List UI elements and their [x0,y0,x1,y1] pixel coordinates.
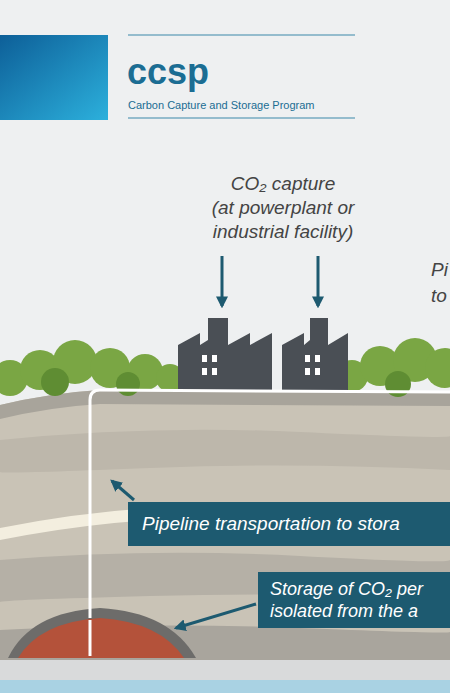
capture-arrow [317,256,320,306]
leader-arrow [112,481,134,500]
capture-label: CO₂ capture [183,172,383,196]
ground [0,390,450,660]
cap-rock [8,608,196,658]
callout-text: Pipeline transportation to stora [142,511,438,537]
cropped-label: to [431,284,450,308]
rock-layer [0,430,450,473]
logo-block [0,35,108,120]
leader-arrow [176,604,256,628]
bottom-strip [0,680,450,693]
factory [178,318,348,390]
base [0,660,450,680]
capture-note: (at powerplant or industrial facility) [183,196,383,244]
storage-reservoir [18,618,184,658]
logo-subtitle: Carbon Capture and Storage Program [128,98,368,112]
callout-box: Storage of CO₂ per isolated from the a [258,572,450,628]
logo-rule [128,34,355,35]
logo-title: ccsp [127,52,209,92]
injection-well [89,620,92,656]
callout-text: Storage of CO₂ per isolated from the a [270,578,442,622]
soil-layer [0,390,450,419]
logo-rule [128,117,355,118]
callout-box: Pipeline transportation to stora [128,502,450,546]
cropped-label: Pi [431,258,450,282]
factory-window [202,355,320,375]
capture-arrow [221,256,224,306]
